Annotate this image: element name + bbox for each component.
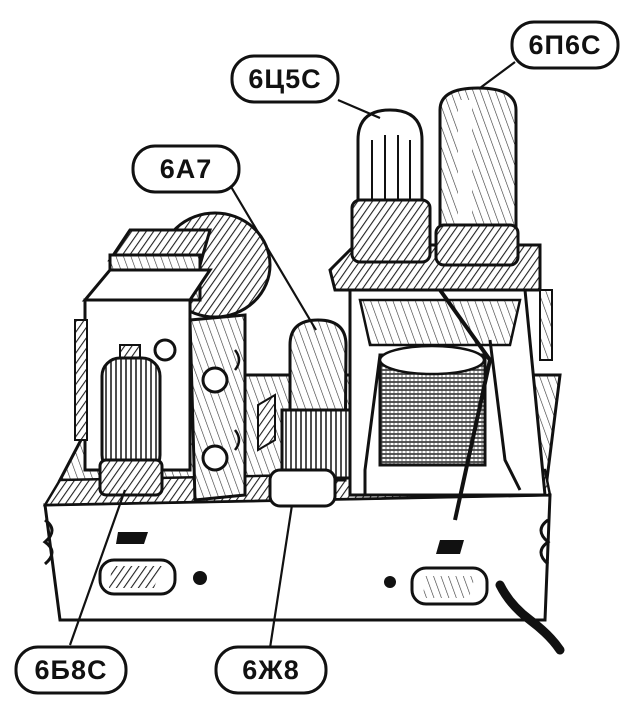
leader-6zh8 bbox=[268, 504, 294, 649]
leader-6ts5s bbox=[337, 98, 381, 120]
tube-6ts5s bbox=[350, 108, 432, 264]
callout-6b8s: 6Б8С bbox=[14, 645, 128, 695]
leader-lines bbox=[68, 61, 516, 649]
leader-6b8s bbox=[68, 489, 127, 646]
callout-6p6s: 6П6С bbox=[510, 20, 620, 70]
label-6zh8: 6Ж8 bbox=[242, 655, 299, 685]
leader-6a7 bbox=[229, 184, 317, 331]
leader-6p6s bbox=[479, 61, 516, 89]
callout-6a7: 6А7 bbox=[131, 144, 241, 194]
callout-6ts5s: 6Ц5С bbox=[230, 54, 340, 104]
label-6a7: 6А7 bbox=[160, 154, 213, 184]
label-6ts5s: 6Ц5С bbox=[248, 64, 321, 94]
tuning-capacitor-assembly bbox=[74, 211, 272, 502]
label-6p6s: 6П6С bbox=[529, 30, 602, 60]
label-6b8s: 6Б8С bbox=[35, 655, 108, 685]
callout-6zh8: 6Ж8 bbox=[214, 645, 328, 695]
tube-6p6s bbox=[434, 86, 520, 267]
power-transformer bbox=[328, 243, 553, 521]
tube-6b8s bbox=[98, 344, 164, 497]
tube-6a7 bbox=[257, 318, 356, 508]
